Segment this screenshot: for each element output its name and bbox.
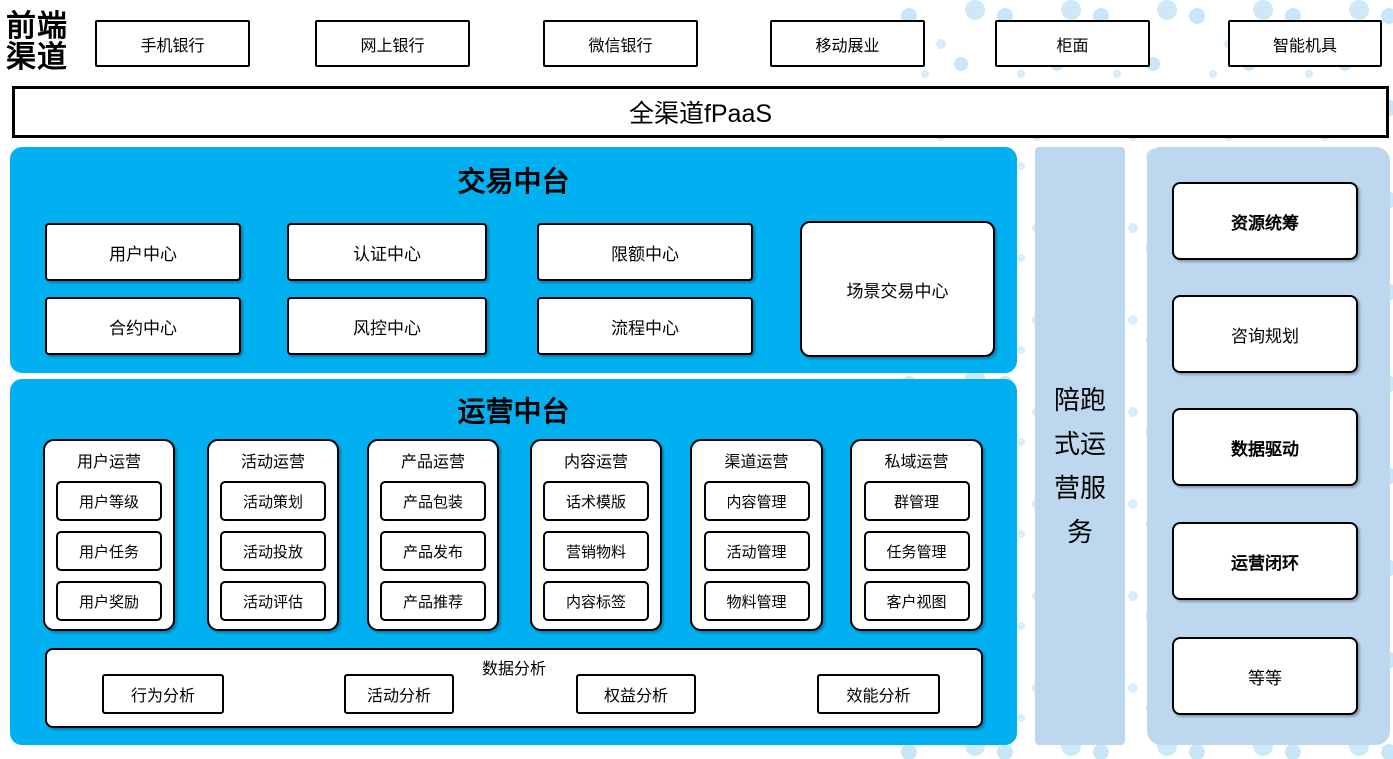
ops-item: 物料管理	[703, 581, 810, 621]
ops-item: 任务管理	[863, 531, 970, 571]
ops-column-title: 活动运营	[240, 454, 305, 471]
data-analysis-title: 数据分析	[481, 661, 546, 678]
channel-box-counter: 柜面	[995, 20, 1150, 67]
ops-item: 产品发布	[380, 531, 486, 571]
ops-column-content: 内容运营 话术模版 营销物料 内容标签	[530, 439, 662, 631]
ops-column-user: 用户运营 用户等级 用户任务 用户奖励	[43, 439, 175, 631]
data-analysis-box: 数据分析 行为分析 活动分析 权益分析 效能分析	[45, 648, 983, 728]
ops-column-title: 用户运营	[76, 454, 141, 471]
ops-item: 群管理	[863, 481, 970, 521]
ops-column-title: 私域运营	[884, 454, 949, 471]
service-box-resource-coordination: 资源统筹	[1172, 182, 1358, 260]
channel-box-wechat-banking: 微信银行	[543, 20, 698, 67]
ops-column-channel: 渠道运营 内容管理 活动管理 物料管理	[690, 439, 823, 631]
ops-item: 营销物料	[543, 531, 649, 571]
center-box-auth: 认证中心	[287, 223, 487, 281]
ops-item: 客户视图	[863, 581, 970, 621]
ops-column-title: 内容运营	[563, 454, 628, 471]
ops-column-title: 产品运营	[400, 454, 465, 471]
channel-box-smart-devices: 智能机具	[1228, 20, 1382, 67]
analysis-item-rights: 权益分析	[576, 674, 696, 714]
operation-platform-panel: 运营中台 用户运营 用户等级 用户任务 用户奖励 活动运营 活动策划 活动投放 …	[10, 379, 1017, 745]
ops-item: 话术模版	[543, 481, 649, 521]
ops-item: 用户任务	[56, 531, 162, 571]
ops-item: 产品包装	[380, 481, 486, 521]
analysis-item-behavior: 行为分析	[102, 674, 224, 714]
ops-item: 内容管理	[703, 481, 810, 521]
analysis-item-efficiency: 效能分析	[817, 674, 940, 714]
center-box-user: 用户中心	[45, 223, 241, 281]
fpaas-bar: 全渠道fPaaS	[12, 86, 1389, 138]
scene-trade-center-box: 场景交易中心	[800, 221, 995, 357]
companion-service-label: 陪跑式运营服务	[1053, 385, 1106, 547]
ops-item: 用户等级	[56, 481, 162, 521]
channel-box-online-banking: 网上银行	[315, 20, 470, 67]
center-box-risk: 风控中心	[287, 297, 487, 355]
service-box-operation-loop: 运营闭环	[1172, 522, 1358, 600]
center-box-process: 流程中心	[537, 297, 753, 355]
channel-box-mobile-marketing: 移动展业	[770, 20, 925, 67]
center-box-limit: 限额中心	[537, 223, 753, 281]
ops-column-title: 渠道运营	[724, 454, 789, 471]
ops-item: 内容标签	[543, 581, 649, 621]
ops-item: 活动管理	[703, 531, 810, 571]
center-box-contract: 合约中心	[45, 297, 241, 355]
ops-column-product: 产品运营 产品包装 产品发布 产品推荐	[367, 439, 499, 631]
transaction-platform-panel: 交易中台 用户中心 认证中心 限额中心 合约中心 风控中心 流程中心 场景交易中…	[10, 147, 1017, 373]
ops-item: 活动评估	[220, 581, 326, 621]
service-panel: 资源统筹 咨询规划 数据驱动 运营闭环 等等	[1147, 147, 1390, 745]
operation-platform-title: 运营中台	[457, 396, 570, 427]
service-box-data-driven: 数据驱动	[1172, 408, 1358, 486]
service-box-etc: 等等	[1172, 637, 1358, 715]
ops-item: 产品推荐	[380, 581, 486, 621]
ops-item: 活动投放	[220, 531, 326, 571]
front-channels-label: 前端渠道	[6, 10, 68, 74]
transaction-platform-title: 交易中台	[457, 166, 570, 197]
companion-service-bar: 陪跑式运营服务	[1035, 147, 1125, 745]
analysis-item-activity: 活动分析	[344, 674, 454, 714]
channel-box-mobile-banking: 手机银行	[95, 20, 250, 67]
ops-column-private-domain: 私域运营 群管理 任务管理 客户视图	[850, 439, 983, 631]
ops-item: 用户奖励	[56, 581, 162, 621]
ops-column-activity: 活动运营 活动策划 活动投放 活动评估	[207, 439, 339, 631]
service-box-consulting-planning: 咨询规划	[1172, 295, 1358, 373]
ops-item: 活动策划	[220, 481, 326, 521]
